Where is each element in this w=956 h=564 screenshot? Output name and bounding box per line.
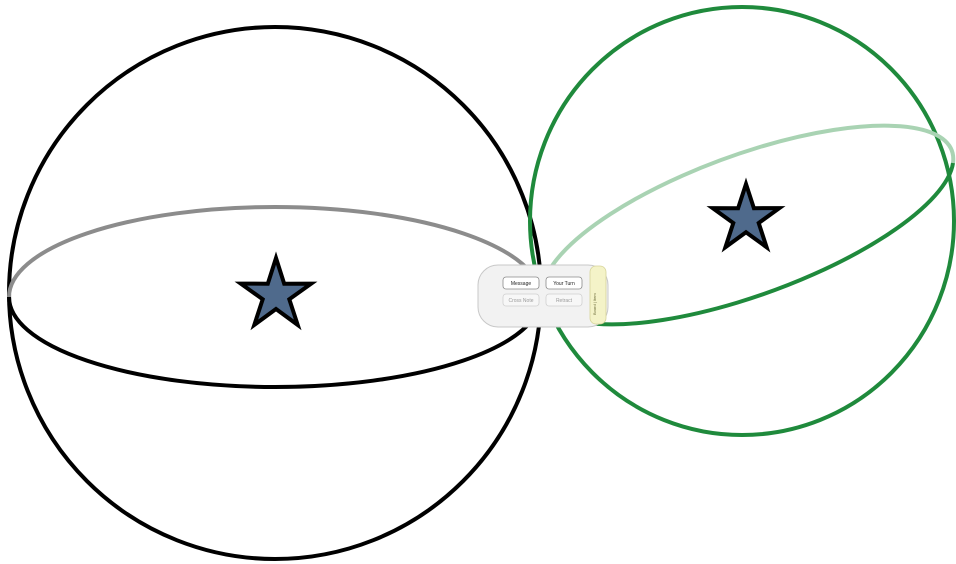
star-icon	[241, 258, 311, 325]
cross-note-button[interactable]: Cross Note	[503, 294, 539, 306]
message-button-label: Message	[511, 281, 532, 287]
retract-button-label: Retract	[556, 298, 573, 304]
your-turn-button[interactable]: Your Turn	[546, 277, 582, 289]
right-sphere	[530, 7, 954, 435]
panel-side-label: Board | Item	[592, 293, 597, 315]
star-icon	[713, 184, 780, 247]
embedded-panel: Board | Item Message Your Turn Cross Not…	[478, 265, 608, 327]
your-turn-button-label: Your Turn	[553, 281, 575, 287]
cross-note-button-label: Cross Note	[508, 298, 533, 304]
left-sphere	[9, 27, 541, 559]
retract-button[interactable]: Retract	[546, 294, 582, 306]
message-button[interactable]: Message	[503, 277, 539, 289]
